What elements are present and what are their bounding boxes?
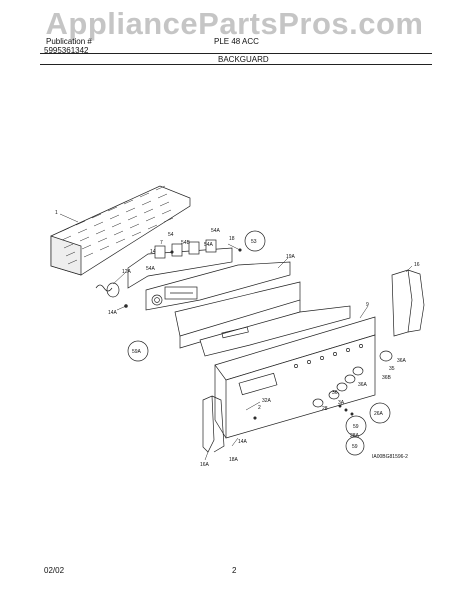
header-rule-bottom bbox=[40, 64, 432, 65]
callout-3a: 3A bbox=[338, 400, 345, 406]
callout-7: 7 bbox=[160, 240, 163, 246]
callout-35: 35 bbox=[389, 366, 395, 372]
svg-text:26A: 26A bbox=[374, 411, 384, 417]
control-module bbox=[145, 261, 291, 311]
callout-19a: 19A bbox=[286, 254, 296, 260]
bubble-59-lower: 59 bbox=[345, 436, 365, 456]
callout-36: 36 bbox=[332, 390, 338, 396]
bubble-53: 53 bbox=[244, 230, 266, 252]
overlay-trim bbox=[174, 281, 351, 357]
callout-54a-left: 54A bbox=[146, 266, 156, 272]
svg-text:53: 53 bbox=[251, 239, 257, 245]
left-end-cap bbox=[202, 395, 225, 453]
svg-text:59: 59 bbox=[353, 424, 359, 430]
bubble-26a: 26A bbox=[369, 402, 391, 424]
callout-1: 1 bbox=[55, 210, 58, 216]
footer-date: 02/02 bbox=[44, 566, 65, 575]
front-control-panel bbox=[214, 316, 376, 439]
section-title: BACKGUARD bbox=[218, 55, 269, 64]
callout-12a: 12A bbox=[122, 269, 132, 275]
callout-labels: 1 12A 14A 14 54 54A 54B 54A 54A 7 18 19A… bbox=[55, 210, 420, 468]
bubble-59a: 59A bbox=[127, 340, 149, 362]
callout-18: 18 bbox=[229, 236, 235, 242]
svg-text:59A: 59A bbox=[132, 349, 142, 355]
leader-lines bbox=[59, 213, 413, 461]
callout-28: 28 bbox=[322, 406, 328, 412]
publication-label: Publication # bbox=[46, 37, 92, 46]
callout-32a: 32A bbox=[262, 398, 272, 404]
model-number: PLE 48 ACC bbox=[214, 37, 259, 46]
callout-36b: 36B bbox=[382, 375, 392, 381]
callout-28a: 28A bbox=[350, 433, 360, 439]
callout-14a-bottom: 14A bbox=[238, 439, 248, 445]
callout-14: 14 bbox=[150, 249, 156, 255]
switch-bracket bbox=[127, 239, 233, 289]
callout-16: 16 bbox=[414, 262, 420, 268]
callout-54: 54 bbox=[168, 232, 174, 238]
part-bubbles: 53 59A 59 26A 59 bbox=[127, 230, 391, 456]
footer-page: 2 bbox=[232, 566, 237, 575]
left-knob bbox=[95, 282, 120, 298]
callout-36a-low: 36A bbox=[358, 382, 368, 388]
right-end-cap bbox=[391, 269, 425, 337]
callout-18a: 18A bbox=[229, 457, 239, 463]
callout-14a-left: 14A bbox=[108, 310, 118, 316]
header-rule-top bbox=[40, 53, 432, 54]
callout-2: 2 bbox=[258, 405, 261, 411]
callout-36a: 36A bbox=[397, 358, 407, 364]
bubble-59: 59 bbox=[345, 415, 367, 437]
rear-vent-panel bbox=[50, 185, 191, 276]
diagram-code: IA00BG81596-2 bbox=[372, 454, 408, 460]
callout-9: 9 bbox=[366, 302, 369, 308]
publication-number: 5995361342 bbox=[44, 46, 89, 55]
callout-54b: 54B bbox=[181, 240, 191, 246]
callout-54a-top: 54A bbox=[211, 228, 221, 234]
callout-54a-mid: 54A bbox=[204, 242, 214, 248]
screws bbox=[124, 248, 354, 420]
svg-text:59: 59 bbox=[352, 444, 358, 450]
callout-16a: 16A bbox=[200, 462, 210, 468]
watermark: AppliancePartsPros.com bbox=[45, 6, 424, 41]
